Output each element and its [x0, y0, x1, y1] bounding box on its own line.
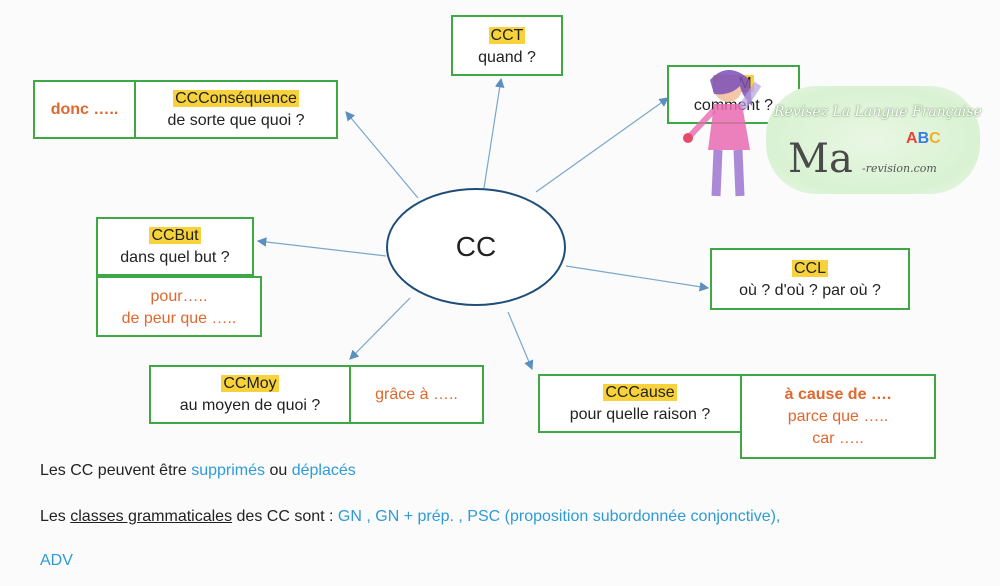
note2-list: GN , GN + prép. , PSC (proposition subor… — [337, 508, 781, 525]
box-ccl: CCL où ? d'où ? par où ? — [710, 248, 910, 310]
note2-before: Les — [40, 508, 66, 525]
note2-after: des CC sont : — [236, 508, 334, 525]
note-line-3: ADV — [40, 552, 73, 570]
note-line-2: Les classes grammaticales des CC sont : … — [40, 508, 780, 526]
box-ccmoy: CCMoy au moyen de quoi ? — [149, 365, 351, 424]
girl-illustration — [683, 70, 762, 197]
arrow-to-ccm — [535, 97, 669, 193]
ccbut-example: pour….. — [150, 288, 208, 305]
note1-deplaces: déplacés — [291, 462, 356, 479]
ccbut-example: de peur que ….. — [121, 310, 237, 327]
box-ccconsequence-side: donc ….. — [33, 80, 136, 139]
ccconsequence-question: de sorte que quoi ? — [167, 112, 305, 129]
cc-center: CC — [386, 188, 566, 306]
arrow-to-cct — [483, 77, 505, 189]
cccause-question: pour quelle raison ? — [569, 406, 711, 423]
ccbut-question: dans quel but ? — [120, 249, 230, 266]
logo-brand: Ma — [788, 136, 853, 182]
ccmoy-tag: CCMoy — [221, 375, 279, 392]
note1-mid: ou — [269, 462, 288, 479]
ccl-question: où ? d'où ? par où ? — [739, 282, 881, 299]
note1-before: Les CC peuvent être — [40, 462, 187, 479]
note1-supprimes: supprimés — [191, 462, 266, 479]
box-cct: CCT quand ? — [451, 15, 563, 76]
arrow-to-ccmoy — [349, 297, 411, 360]
ccl-tag: CCL — [791, 260, 828, 277]
note3-list: ADV — [40, 552, 73, 569]
cct-question: quand ? — [478, 49, 536, 66]
cccause-tag: CCCause — [603, 384, 677, 401]
cccause-example: car ….. — [812, 430, 864, 447]
arrow-to-ccbut — [256, 237, 387, 257]
site-logo: Revisez La Langue Française Ma ABC -revi… — [766, 86, 982, 194]
note2-underlined: classes grammaticales — [70, 508, 233, 525]
arrow-to-ccl — [565, 265, 710, 292]
ccbut-tag: CCBut — [149, 227, 201, 244]
box-ccmoy-side: grâce à ….. — [349, 365, 484, 424]
logo-site: -revision.com — [862, 162, 937, 175]
cccause-example: à cause de …. — [784, 386, 892, 403]
cct-tag: CCT — [488, 27, 526, 44]
box-ccbut: CCBut dans quel but ? — [96, 217, 254, 276]
ccconsequence-side: donc ….. — [50, 101, 119, 118]
logo-tagline: Revisez La Langue Française — [774, 104, 982, 120]
ccmoy-question: au moyen de quoi ? — [179, 397, 321, 414]
note-line-1: Les CC peuvent être supprimés ou déplacé… — [40, 462, 356, 480]
cc-center-label: CC — [455, 231, 497, 262]
logo-abc: ABC — [906, 130, 941, 147]
box-cccause-examples: à cause de …. parce que ….. car ….. — [740, 374, 936, 459]
ccconsequence-tag: CCConséquence — [173, 90, 299, 107]
box-ccconsequence: CCConséquence de sorte que quoi ? — [134, 80, 338, 139]
arrow-to-ccconsequence — [345, 111, 419, 199]
box-cccause: CCCause pour quelle raison ? — [538, 374, 742, 433]
box-ccbut-examples: pour….. de peur que ….. — [96, 276, 262, 337]
arrow-to-cccause — [507, 311, 534, 371]
cccause-example: parce que ….. — [787, 408, 889, 425]
ccmoy-side: grâce à ….. — [375, 386, 458, 403]
